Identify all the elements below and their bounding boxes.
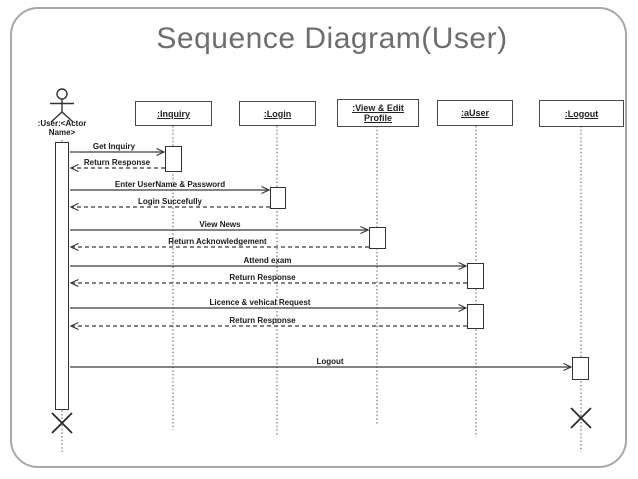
object-label-view-edit-profile: :View & Edit Profile <box>352 103 404 123</box>
actor-name-line2: Name> <box>48 128 76 137</box>
slide-border <box>10 7 627 468</box>
message-label: Logout <box>316 357 344 366</box>
actor-figure <box>50 88 74 123</box>
actor-name-label: :User:<Actor Name> <box>18 119 106 137</box>
destroy-x-user <box>51 412 73 434</box>
object-box-login: :Login <box>239 101 316 126</box>
activation-auser-1 <box>467 263 484 289</box>
message-label: Return Response <box>229 316 296 325</box>
message-label: Attend exam <box>243 256 292 265</box>
actor-name-line1: :User:<Actor <box>37 119 87 128</box>
message-label: View News <box>199 220 241 229</box>
message-label: Enter UserName & Password <box>114 180 226 189</box>
message-label: Get Inquiry <box>92 142 136 151</box>
object-box-auser: :aUser <box>437 100 513 126</box>
page-title: Sequence Diagram(User) <box>156 22 508 55</box>
object-box-view-edit-profile: :View & Edit Profile <box>337 99 419 127</box>
message-label: Licence & vehical Request <box>209 298 311 307</box>
message-label: Login Succefully <box>137 197 202 206</box>
object-box-inquiry: :Inquiry <box>135 101 212 126</box>
actor-right-leg <box>61 111 74 123</box>
activation-inquiry <box>165 146 182 172</box>
object-box-logout: :Logout <box>539 100 624 127</box>
activation-login <box>270 187 286 209</box>
object-label-inquiry: :Inquiry <box>157 108 190 119</box>
object-label-auser: :aUser <box>460 108 489 118</box>
message-label: Return Response <box>229 273 296 282</box>
activation-logout <box>572 357 589 380</box>
object-label-login: :Login <box>263 108 292 119</box>
actor-head <box>56 88 68 100</box>
message-label: Return Acknowledgement <box>168 237 267 246</box>
activation-viewedit <box>369 227 386 249</box>
message-label: Return Response <box>83 158 151 167</box>
object-label-logout: :Logout <box>564 108 599 119</box>
actor-left-leg <box>50 111 63 123</box>
activation-user <box>55 142 69 410</box>
destroy-x-logout <box>570 407 592 429</box>
activation-auser-2 <box>467 304 484 329</box>
